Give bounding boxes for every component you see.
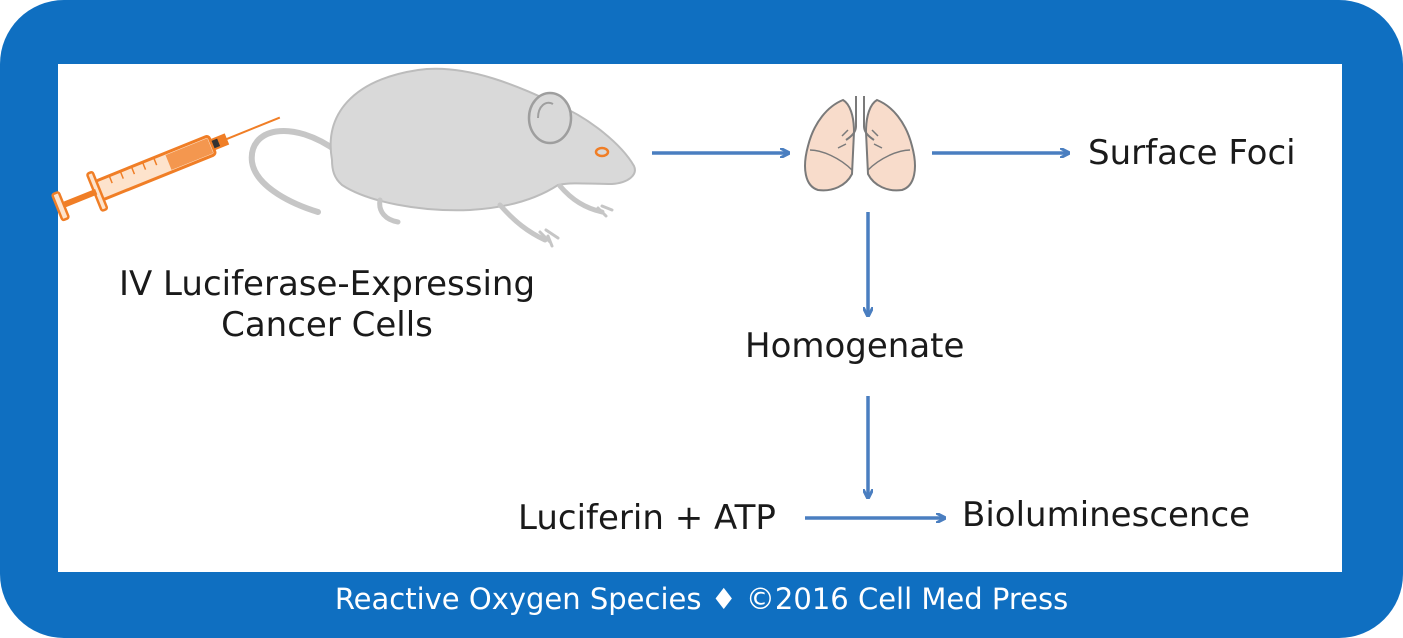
label-surface-foci: Surface Foci [1088,133,1296,173]
footer-credit: Reactive Oxygen Species ♦ ©2016 Cell Med… [0,582,1403,617]
label-homogenate: Homogenate [745,326,965,366]
lungs-icon [804,96,916,192]
label-injection-line2: Cancer Cells [221,304,433,345]
footer-publication: Reactive Oxygen Species [334,582,702,616]
label-substrate: Luciferin + ATP [518,498,776,538]
footer-copyright: ©2016 Cell Med Press [745,582,1069,616]
label-bioluminescence: Bioluminescence [962,495,1251,535]
diamond-separator-icon: ♦ [710,582,737,616]
arrows [652,153,1068,518]
syringe-icon [51,116,281,222]
diagram-panel [58,64,1342,572]
label-injection-line1: IV Luciferase-Expressing [118,264,536,304]
label-injection: IV Luciferase-Expressing Cancer Cells [52,264,602,346]
mouse-icon [248,67,636,248]
